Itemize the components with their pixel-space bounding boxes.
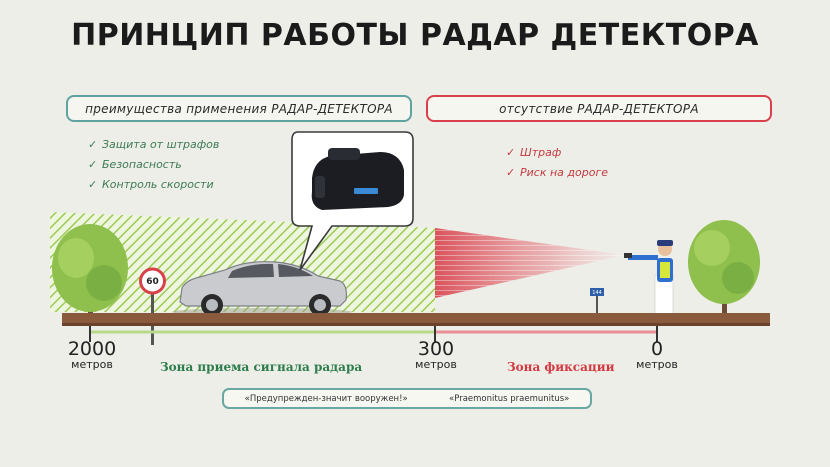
police-officer-icon xyxy=(624,240,674,316)
check-icon: ✓ xyxy=(506,165,516,179)
fixation-zone-hatch xyxy=(435,228,625,298)
distance-value: 300 xyxy=(417,338,455,360)
list-item: ✓ Защита от штрафов xyxy=(88,134,219,154)
check-icon: ✓ xyxy=(88,137,98,151)
advantages-header: преимущества применения РАДАР-ДЕТЕКТОРА xyxy=(66,95,412,122)
absence-label: Штраф xyxy=(520,145,562,159)
distance-unit: метров xyxy=(636,358,678,371)
page-title: ПРИНЦИП РАБОТЫ РАДАР ДЕТЕКТОРА xyxy=(71,18,759,53)
distance-unit: метров xyxy=(71,358,113,371)
advantages-list: ✓ Защита от штрафов ✓ Безопасность ✓ Контро… xyxy=(88,134,219,194)
distance-unit: метров xyxy=(415,358,457,371)
absence-header: отсутствие РАДАР-ДЕТЕКТОРА xyxy=(426,95,772,122)
distance-marker-2000: 2000 метров xyxy=(62,340,122,371)
advantage-label: Защита от штрафов xyxy=(102,137,220,151)
quote-right: «Praemonitus praemunitus» xyxy=(449,393,570,404)
quote-left: «Предупрежден-значит вооружен!» xyxy=(244,393,408,404)
road xyxy=(62,313,770,323)
fixation-zone-label: Зона фиксации xyxy=(507,360,615,374)
reception-zone-label: Зона приема сигнала радара xyxy=(160,360,363,374)
post-sign-value: 144 xyxy=(592,290,602,296)
list-item: ✓ Штраф xyxy=(506,142,608,162)
radar-detector-icon xyxy=(311,148,404,210)
advantage-label: Контроль скорости xyxy=(102,177,214,191)
check-icon: ✓ xyxy=(506,145,516,159)
check-icon: ✓ xyxy=(88,177,98,191)
list-item: ✓ Контроль скорости xyxy=(88,174,219,194)
post-sign: 144 xyxy=(590,288,604,314)
distance-marker-300: 300 метров xyxy=(406,340,466,371)
distance-value: 0 xyxy=(650,338,664,360)
tree-icon xyxy=(52,224,128,315)
radar-detector-callout xyxy=(291,131,414,271)
check-icon: ✓ xyxy=(88,157,98,171)
list-item: ✓ Безопасность xyxy=(88,154,219,174)
advantage-label: Безопасность xyxy=(102,157,182,171)
distance-marker-0: 0 метров xyxy=(627,340,687,371)
distance-value: 2000 xyxy=(67,338,117,360)
quote-banner: «Предупрежден-значит вооружен!» «Praemon… xyxy=(222,388,592,409)
absence-list: ✓ Штраф ✓ Риск на дороге xyxy=(506,142,608,182)
absence-label: Риск на дороге xyxy=(520,165,608,179)
speed-limit-value: 60 xyxy=(146,277,159,287)
tree-icon xyxy=(688,220,760,315)
list-item: ✓ Риск на дороге xyxy=(506,162,608,182)
